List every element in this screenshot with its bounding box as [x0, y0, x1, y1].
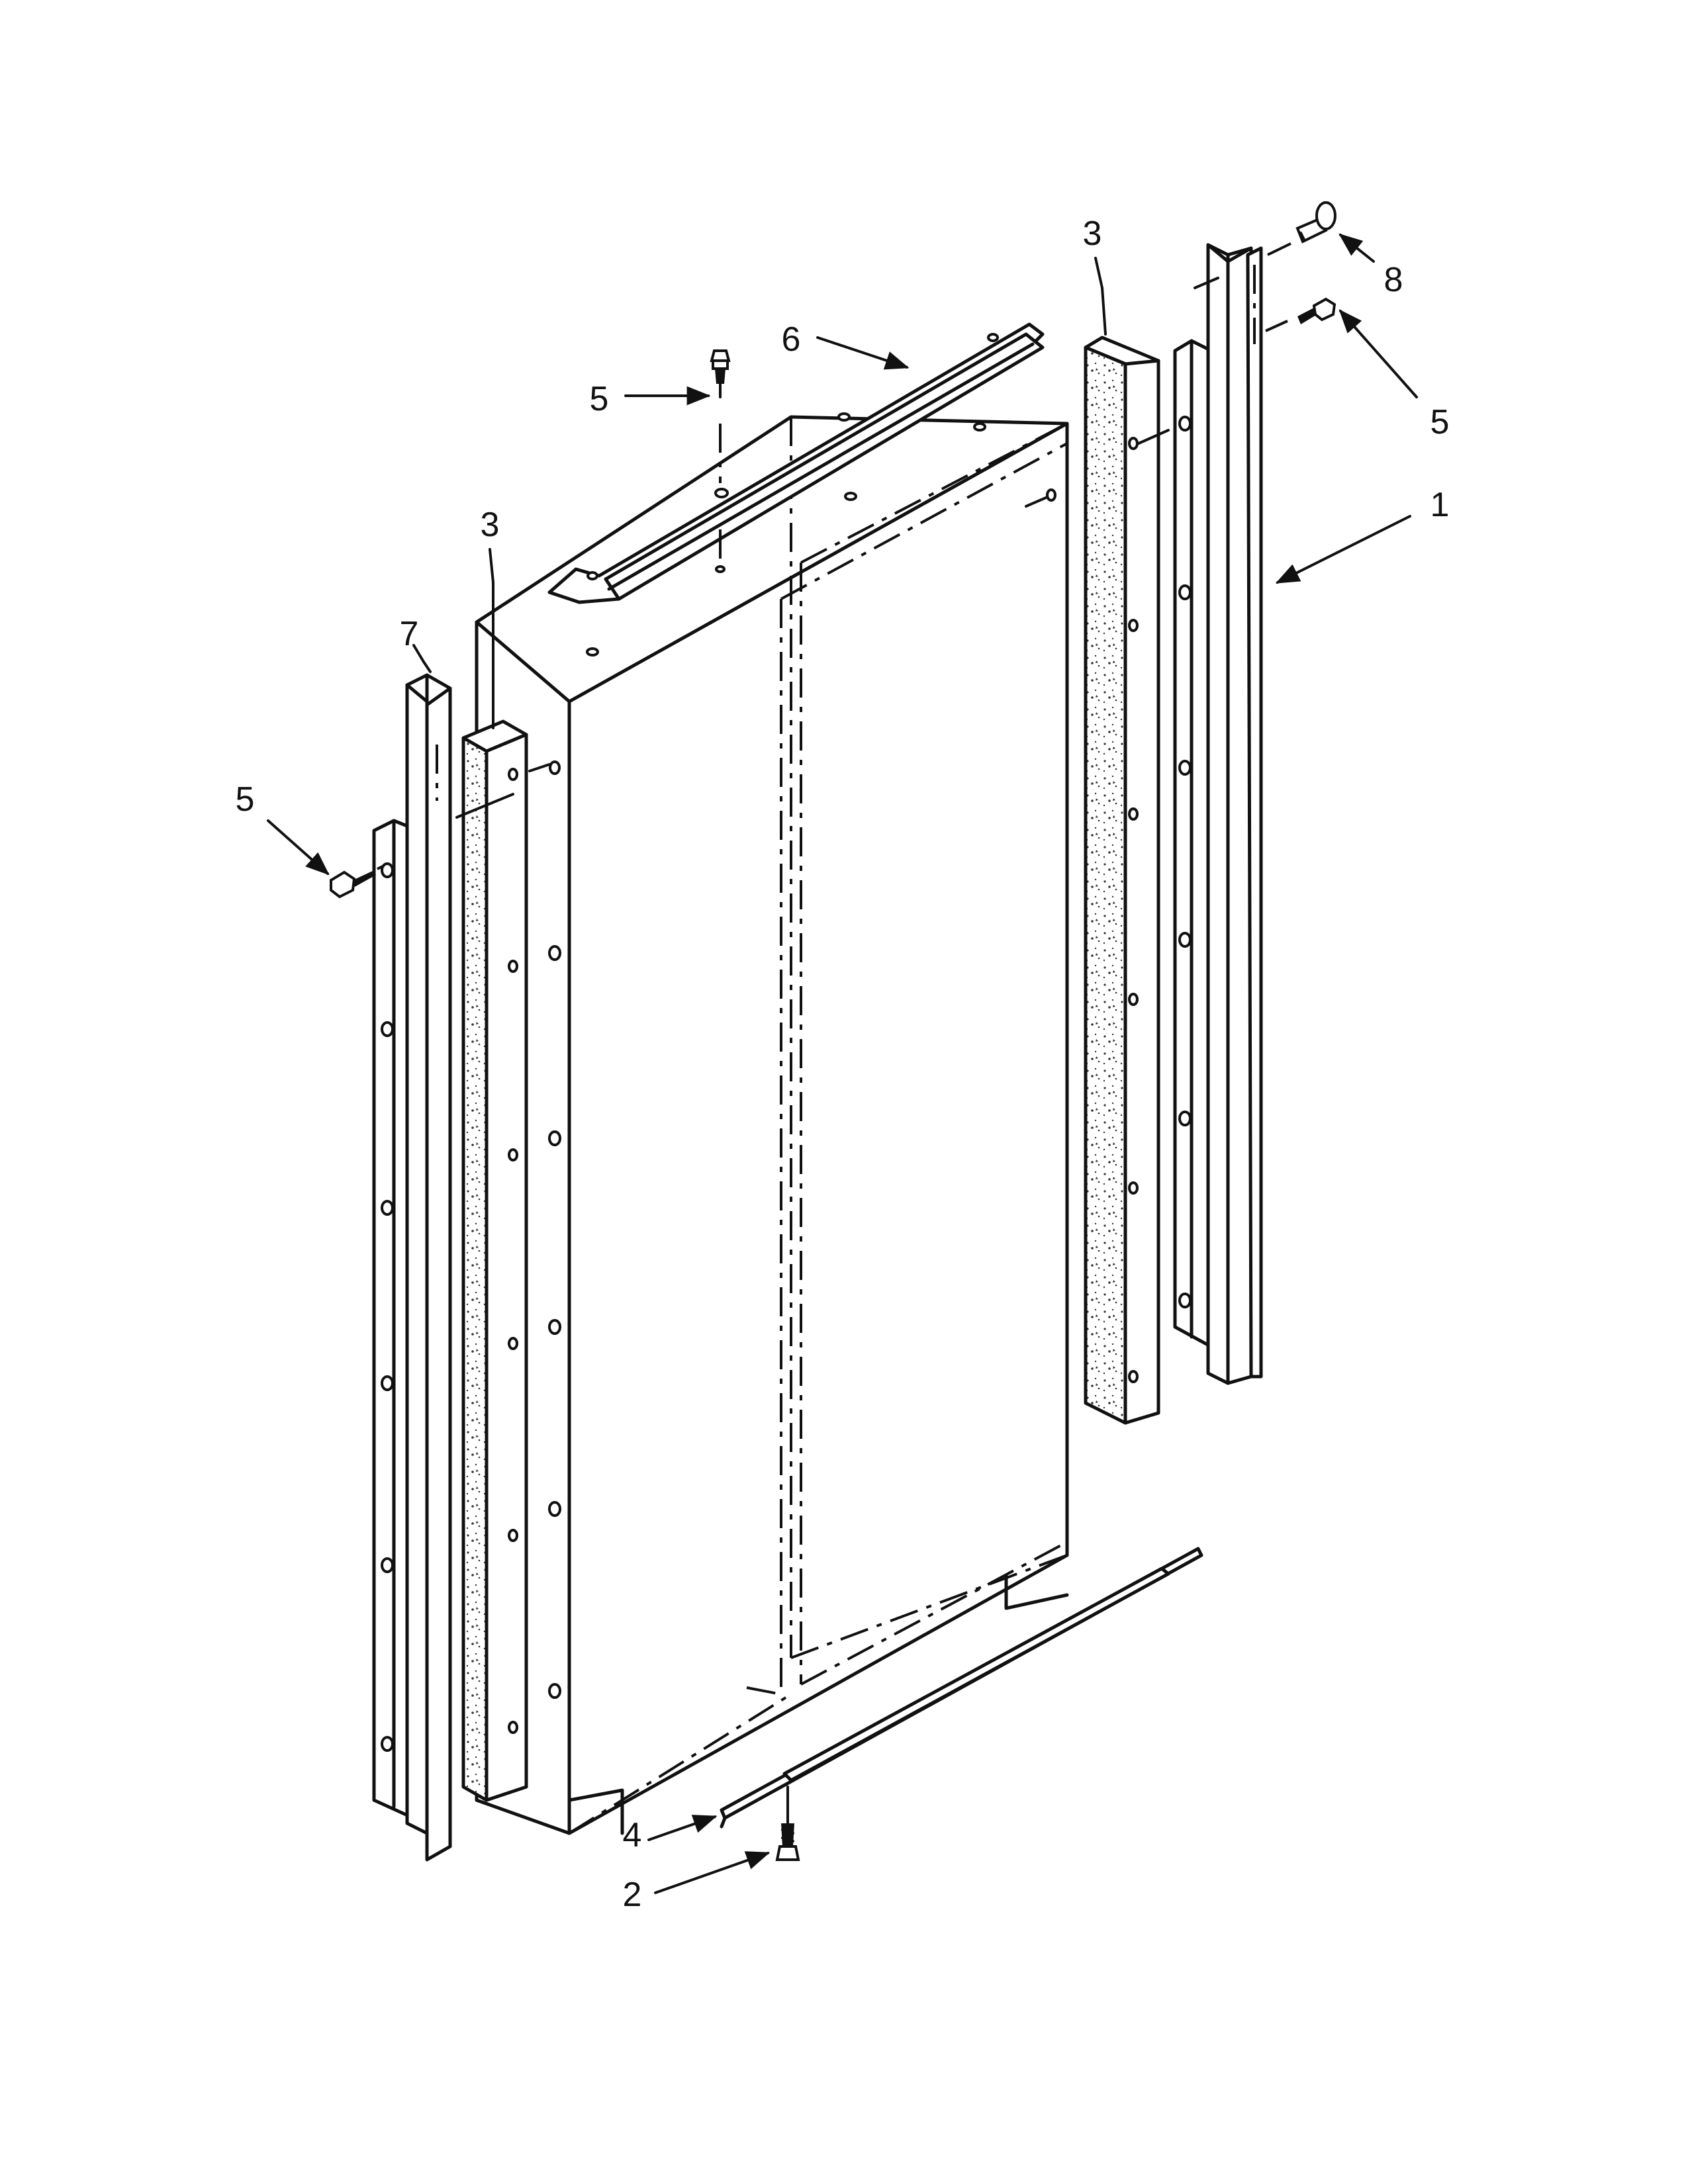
pin-part-8-icon: [1267, 201, 1336, 256]
right-side-plate: [1173, 339, 1213, 1349]
right-fastener-line-top: [1194, 277, 1219, 289]
callout-4: 4: [623, 1816, 642, 1854]
screw-left-icon: [330, 864, 385, 899]
left-fastener-line: [455, 793, 514, 819]
callout-5-top: 5: [590, 380, 609, 418]
callout-5-right: 5: [1430, 403, 1450, 441]
right-foam-strip-part-3: [1084, 336, 1160, 1425]
screw-right-icon: [1265, 297, 1336, 332]
callout-3-left: 3: [481, 506, 500, 544]
left-fastener-line-top: [528, 763, 551, 772]
screw-top-rail-icon: [710, 349, 731, 573]
callout-8: 8: [1384, 261, 1403, 299]
callout-7: 7: [400, 615, 419, 653]
left-foam-strip-part-3: [461, 719, 528, 1802]
screw-bottom-part-2-icon: [775, 1786, 800, 1861]
right-body-hole: [1046, 488, 1056, 502]
body-fastener-line: [1025, 496, 1047, 508]
callout-6: 6: [782, 320, 801, 359]
callout-2: 2: [623, 1876, 642, 1914]
right-trim-part-1: [1206, 243, 1263, 1385]
callout-5-left: 5: [236, 780, 255, 819]
left-body-hole: [549, 760, 561, 775]
right-fastener-line: [1137, 429, 1170, 445]
bottom-trim-part-4: [720, 1547, 1203, 1829]
top-rail-part-6: [547, 322, 1045, 604]
callout-3-right: 3: [1083, 214, 1102, 253]
left-trim-part-7: [405, 673, 452, 1862]
left-side-plate: [372, 819, 412, 1819]
cabinet-body: [475, 415, 1069, 1835]
callout-1: 1: [1430, 486, 1450, 524]
leader-lines: [267, 233, 1418, 1894]
